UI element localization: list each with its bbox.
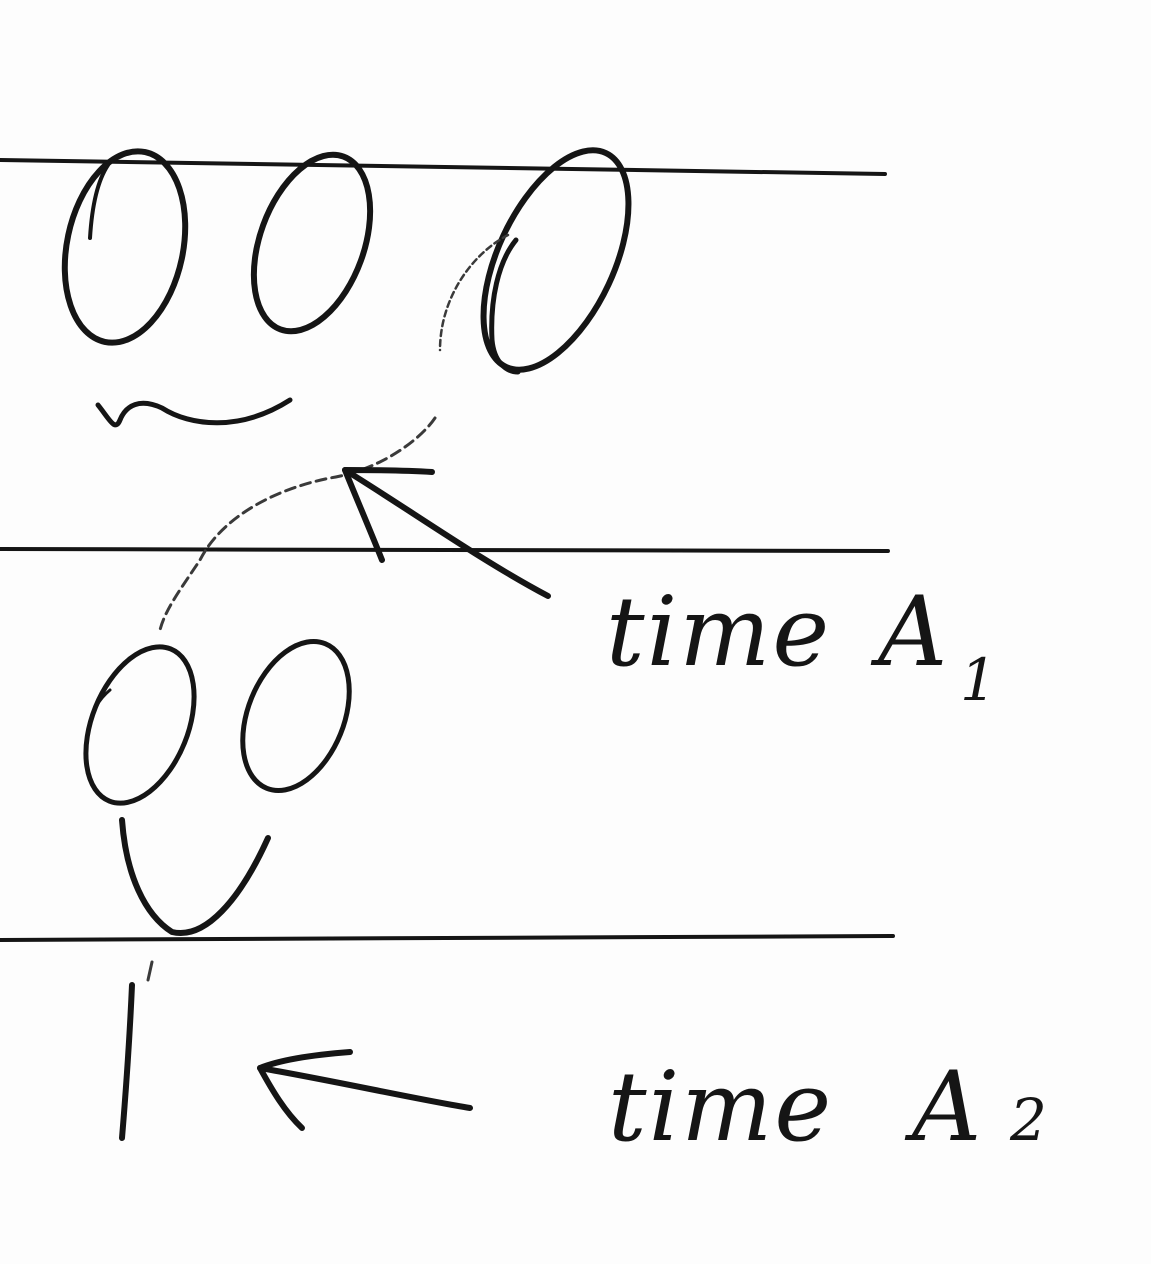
label-a1-index: 1 <box>960 646 997 714</box>
bottom-face <box>83 638 352 936</box>
label-time-a2: time A 2 <box>608 1051 1047 1163</box>
line-middle <box>0 547 890 553</box>
arrow-a1-shaft <box>342 467 551 599</box>
arrow-a1 <box>342 467 551 599</box>
label-a2-index: 2 <box>1009 1086 1047 1154</box>
bottom-eye-left <box>83 644 197 806</box>
label-a2-letter: A <box>904 1051 983 1163</box>
top-eye-left-tail <box>88 163 110 240</box>
top-mouth <box>95 397 293 428</box>
bottom-mouth <box>119 817 271 936</box>
motion-trace <box>158 416 437 632</box>
line-bottom <box>0 934 895 942</box>
arrow-a1-head <box>342 467 435 563</box>
arrow-a2-shaft <box>257 1065 473 1111</box>
label-a2-word: time <box>608 1051 833 1163</box>
top-eye-middle <box>250 151 374 335</box>
arrow-a2-head <box>257 1049 353 1131</box>
top-eye-left <box>61 148 189 346</box>
label-a1-word: time <box>606 576 831 688</box>
line-top <box>0 158 887 176</box>
label-time-a1: time A 1 <box>606 576 997 714</box>
arrow-a2 <box>257 1049 473 1131</box>
motion-trace-outer <box>438 233 510 352</box>
label-a1-letter: A <box>870 576 949 688</box>
vertical-mark <box>119 960 154 1141</box>
vertical-mark-main <box>119 982 135 1141</box>
bottom-eye-right <box>240 638 352 794</box>
bottom-eye-left-tail <box>88 688 112 727</box>
top-face <box>61 147 632 428</box>
vertical-mark-tick <box>146 960 154 982</box>
top-eye-right-inner <box>489 237 521 375</box>
